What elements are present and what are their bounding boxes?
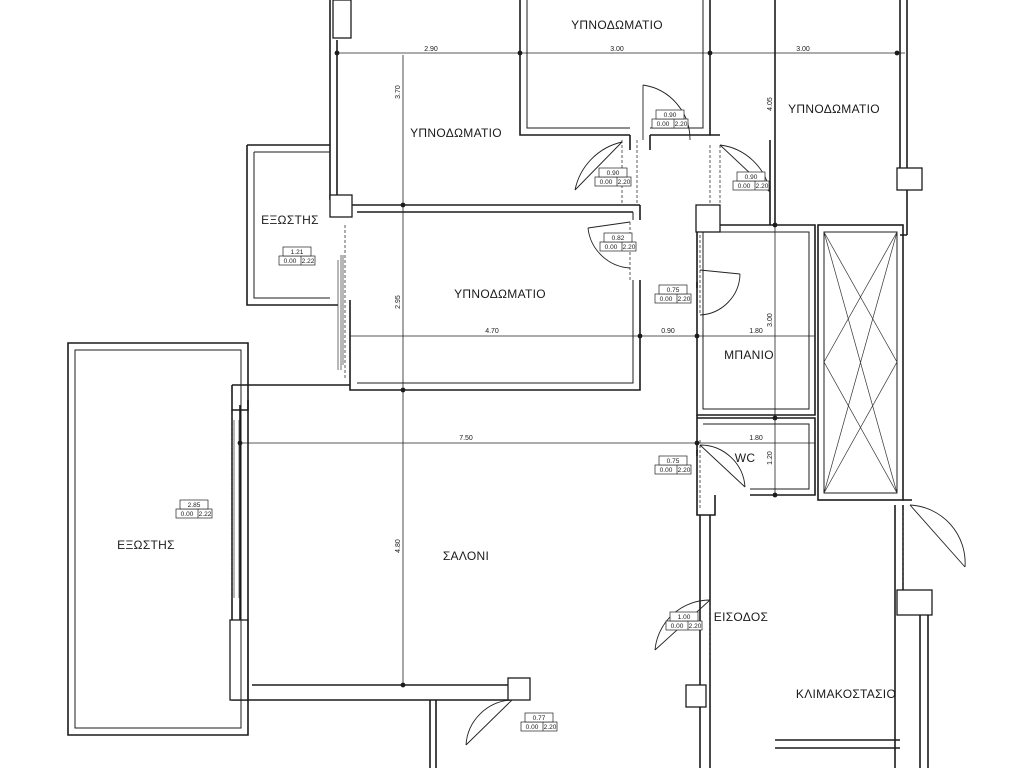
- opening-tag-door-kitchen: 0.77 0.00 2.20: [520, 712, 558, 732]
- opening-sill-label: 0.00: [657, 121, 670, 128]
- dim-wc-height: 1.20: [767, 451, 774, 465]
- opening-sill-label: 0.00: [284, 258, 297, 265]
- opening-tag-door-entrance: 1.00 0.00 2.20: [665, 611, 703, 631]
- room-label-wc: WC: [735, 451, 756, 465]
- opening-sill-label: 0.00: [660, 296, 673, 303]
- dim-bedroom-left-height: 3.70: [395, 85, 402, 99]
- opening-width-label: 1.21: [291, 249, 304, 256]
- opening-width-label: 0.90: [607, 170, 620, 177]
- opening-tag-door-bedroom-center: 0.82 0.00 2.20: [599, 232, 637, 252]
- opening-lines: [231, 140, 904, 660]
- opening-height-label: 2.20: [678, 467, 691, 474]
- dim-bath-height: 3.00: [767, 313, 774, 327]
- room-label-entrance: ΕΙΣΟΔΟΣ: [714, 610, 768, 624]
- dim-top-right-width: 3.00: [796, 46, 810, 53]
- opening-width-label: 0.77: [533, 715, 546, 722]
- opening-sill-label: 0.00: [181, 511, 194, 518]
- dim-top-left-width: 2.90: [424, 46, 438, 53]
- dim-corridor-width: 0.90: [661, 328, 675, 335]
- dim-living-height: 4.80: [395, 539, 402, 553]
- opening-tag-window-balcony-small: 1.21 0.00 2.22: [278, 246, 316, 266]
- room-label-living-room: ΣΑΛΟΝΙ: [443, 549, 489, 563]
- opening-tag-door-bedroom-top: 0.90 0.00 2.20: [651, 109, 689, 129]
- opening-height-label: 2.22: [302, 258, 315, 265]
- opening-width-label: 0.82: [612, 235, 625, 242]
- opening-height-label: 2.20: [675, 121, 688, 128]
- opening-height-label: 2.20: [618, 179, 631, 186]
- opening-tag-door-bedroom-left: 0.90 0.00 2.20: [594, 167, 632, 187]
- opening-width-label: 0.90: [745, 174, 758, 181]
- room-label-staircase: ΚΛΙΜΑΚΟΣΤΑΣΙΟ: [796, 687, 896, 701]
- opening-sill-label: 0.00: [738, 183, 751, 190]
- opening-tag-door-wc: 0.75 0.00 2.20: [654, 455, 692, 475]
- opening-width-label: 1.00: [678, 614, 691, 621]
- opening-sill-label: 0.00: [600, 179, 613, 186]
- room-label-bedroom-left: ΥΠΝΟΔΩΜΑΤΙΟ: [410, 126, 502, 140]
- dim-top-mid-width: 3.00: [610, 46, 624, 53]
- opening-height-label: 2.20: [689, 623, 702, 630]
- opening-width-label: 0.90: [664, 112, 677, 119]
- room-label-bedroom-top: ΥΠΝΟΔΩΜΑΤΙΟ: [571, 18, 663, 32]
- opening-sill-label: 0.00: [526, 724, 539, 731]
- opening-height-label: 2.22: [199, 511, 212, 518]
- opening-height-label: 2.20: [623, 244, 636, 251]
- dim-wc-width: 1.80: [749, 435, 763, 442]
- room-label-bedroom-right: ΥΠΝΟΔΩΜΑΤΙΟ: [788, 102, 880, 116]
- dimension-labels: 2.90 3.00 3.00 3.70 4.05 2.95 4.70 0.90 …: [395, 46, 810, 553]
- dim-living-width: 7.50: [459, 435, 473, 442]
- opening-width-label: 2.85: [188, 502, 201, 509]
- room-labels: ΥΠΝΟΔΩΜΑΤΙΟ ΥΠΝΟΔΩΜΑΤΙΟ ΥΠΝΟΔΩΜΑΤΙΟ ΥΠΝΟ…: [117, 18, 896, 701]
- dim-bedroom-center-width: 4.70: [485, 328, 499, 335]
- opening-tag-door-bathroom: 0.75 0.00 2.20: [654, 284, 692, 304]
- room-label-bathroom: ΜΠΑΝΙΟ: [724, 348, 774, 362]
- dimension-lines: [237, 50, 905, 688]
- opening-tag-door-bedroom-right: 0.90 0.00 2.20: [732, 171, 770, 191]
- dim-bath-width: 1.80: [749, 328, 763, 335]
- opening-sill-label: 0.00: [671, 623, 684, 630]
- opening-height-label: 2.20: [756, 183, 769, 190]
- opening-tag-window-balcony-large: 2.85 0.00 2.22: [175, 499, 213, 519]
- dim-bedroom-right-height: 4.05: [767, 97, 774, 111]
- dim-bedroom-center-height: 2.95: [395, 295, 402, 309]
- opening-height-label: 2.20: [678, 296, 691, 303]
- room-label-balcony-small: ΕΞΩΣΤΗΣ: [261, 213, 319, 227]
- opening-sill-label: 0.00: [605, 244, 618, 251]
- opening-width-label: 0.75: [667, 458, 680, 465]
- opening-sill-label: 0.00: [660, 467, 673, 474]
- opening-height-label: 2.20: [544, 724, 557, 731]
- room-label-balcony-large: ΕΞΩΣΤΗΣ: [117, 538, 175, 552]
- room-label-bedroom-center: ΥΠΝΟΔΩΜΑΤΙΟ: [454, 287, 546, 301]
- opening-width-label: 0.75: [667, 287, 680, 294]
